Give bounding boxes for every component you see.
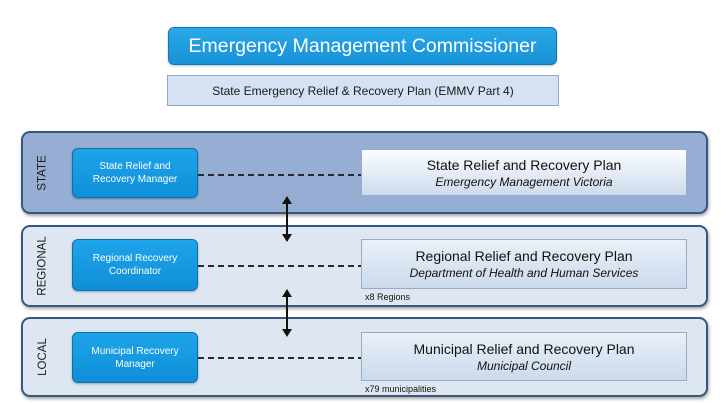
state-relief-recovery-manager-box: State Relief and Recovery Manager xyxy=(72,148,198,198)
regional-plan-owner: Department of Health and Human Services xyxy=(409,266,639,280)
state-role-label: State Relief and Recovery Manager xyxy=(92,161,178,185)
tier-regional-label: REGIONAL xyxy=(37,236,49,296)
emergency-management-commissioner-box: Emergency Management Commissioner xyxy=(168,27,557,65)
tier-local-label-wrap: LOCAL xyxy=(23,319,63,395)
local-role-label: Municipal Recovery Manager xyxy=(91,345,179,370)
tier-state-label-wrap: STATE xyxy=(23,133,63,212)
state-emergency-plan-label: State Emergency Relief & Recovery Plan (… xyxy=(212,83,514,98)
tier-local-label: LOCAL xyxy=(37,338,49,376)
local-dashed-connector xyxy=(198,357,364,359)
state-dashed-connector xyxy=(198,174,364,176)
tier-regional-label-wrap: REGIONAL xyxy=(23,227,63,305)
regional-relief-recovery-plan-box: Regional Relief and Recovery Plan Depart… xyxy=(361,239,687,289)
state-relief-recovery-plan-box: State Relief and Recovery Plan Emergency… xyxy=(361,149,687,196)
double-headed-arrow-icon xyxy=(282,196,292,242)
local-plan-title: Municipal Relief and Recovery Plan xyxy=(413,340,635,357)
state-plan-title: State Relief and Recovery Plan xyxy=(426,156,622,173)
regional-plan-title: Regional Relief and Recovery Plan xyxy=(415,248,633,264)
regional-count-note: x8 Regions xyxy=(365,292,411,302)
state-plan-owner: Emergency Management Victoria xyxy=(435,174,613,189)
double-headed-arrow-icon xyxy=(282,289,292,337)
municipal-relief-recovery-plan-box: Municipal Relief and Recovery Plan Munic… xyxy=(361,332,687,381)
regional-recovery-coordinator-box: Regional Recovery Coordinator xyxy=(72,239,198,291)
local-plan-owner: Municipal Council xyxy=(476,358,572,373)
commissioner-title: Emergency Management Commissioner xyxy=(188,34,537,57)
local-count-note: x79 municipalities xyxy=(365,384,437,394)
regional-role-label: Regional Recovery Coordinator xyxy=(92,253,178,277)
regional-dashed-connector xyxy=(198,265,364,267)
state-emergency-plan-box: State Emergency Relief & Recovery Plan (… xyxy=(167,75,559,106)
municipal-recovery-manager-box: Municipal Recovery Manager xyxy=(72,332,198,383)
tier-state-label: STATE xyxy=(36,154,49,191)
